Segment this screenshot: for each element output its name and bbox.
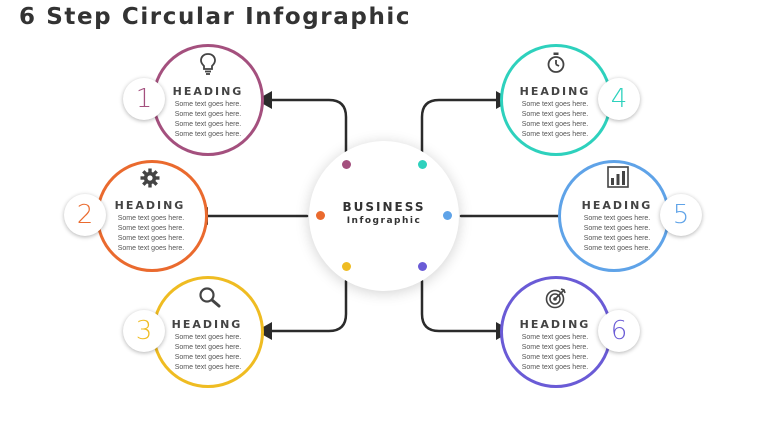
step-heading-3: HEADING [171, 318, 243, 331]
step-number-badge-1: 1 [123, 78, 165, 120]
step-number-badge-2: 2 [64, 194, 106, 236]
hub-dot-6 [418, 262, 427, 271]
step-heading-1: HEADING [172, 85, 244, 98]
step-heading-5: HEADING [581, 199, 653, 212]
connector-1 [268, 98, 348, 154]
step-number-2: 2 [76, 200, 94, 230]
step-ring-3 [152, 276, 264, 388]
step-text-6: Some text goes here. Some text goes here… [521, 334, 589, 371]
step-text-3: Some text goes here. Some text goes here… [174, 334, 242, 371]
hub-dot-2 [316, 211, 325, 220]
step-number-6: 6 [610, 316, 628, 346]
step-text-1: Some text goes here. Some text goes here… [174, 101, 242, 138]
connector-3 [268, 279, 348, 333]
stopwatch-icon [547, 52, 565, 73]
step-heading-2: HEADING [114, 199, 186, 212]
step-number-badge-5: 5 [660, 194, 702, 236]
bar-chart-icon [607, 166, 629, 188]
hub-dot-3 [342, 262, 351, 271]
step-number-4: 4 [610, 84, 628, 114]
target-icon [545, 288, 566, 309]
step-heading-4: HEADING [519, 85, 591, 98]
step-number-badge-4: 4 [598, 78, 640, 120]
hub-dot-5 [443, 211, 452, 220]
connector-6 [420, 279, 500, 333]
central-hub [309, 141, 459, 291]
hub-title: BUSINESS [342, 200, 426, 214]
hub-dot-4 [418, 160, 427, 169]
lightbulb-icon [200, 53, 216, 75]
arrowhead-1 [256, 91, 272, 109]
step-number-badge-3: 3 [123, 310, 165, 352]
step-text-4: Some text goes here. Some text goes here… [521, 101, 589, 138]
step-heading-6: HEADING [519, 318, 591, 331]
step-text-5: Some text goes here. Some text goes here… [583, 215, 651, 252]
page-title: 6 Step Circular Infographic [19, 4, 412, 30]
search-icon [199, 287, 221, 308]
gear-icon [140, 168, 160, 188]
connector-4 [420, 98, 500, 154]
step-text-2: Some text goes here. Some text goes here… [117, 215, 185, 252]
hub-dot-1 [342, 160, 351, 169]
step-ring-1 [152, 44, 264, 156]
step-number-1: 1 [135, 84, 153, 114]
hub-subtitle: Infographic [346, 216, 422, 226]
step-number-5: 5 [672, 200, 690, 230]
arrowhead-3 [256, 322, 272, 340]
step-number-3: 3 [135, 316, 153, 346]
step-number-badge-6: 6 [598, 310, 640, 352]
